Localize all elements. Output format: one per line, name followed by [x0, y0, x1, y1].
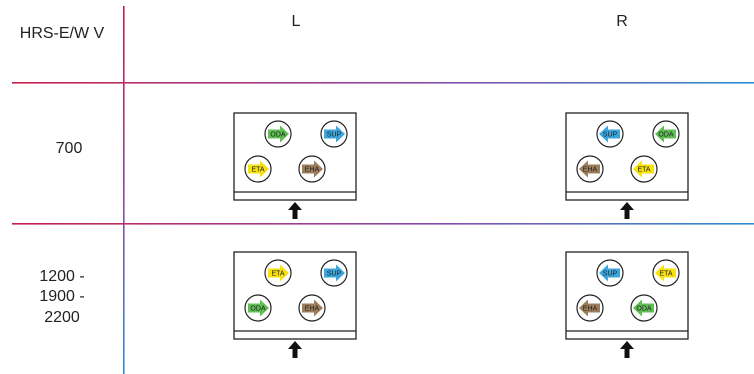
port-label: EHA	[583, 306, 598, 313]
port-label: ODA	[658, 132, 674, 139]
port-label: SUP	[603, 132, 618, 139]
corner-label: HRS-E/W V	[20, 25, 105, 42]
port-oda: ODA	[652, 120, 680, 148]
port-label: ODA	[636, 306, 652, 313]
port-label: ODA	[270, 132, 286, 139]
port-label: SUP	[327, 132, 342, 139]
arrow-left-icon	[599, 264, 620, 282]
port-sup: SUP	[320, 259, 348, 287]
airflow-arrow-up-icon	[620, 341, 634, 358]
arrow-left-icon	[633, 299, 654, 317]
port-sup: SUP	[596, 259, 624, 287]
row-label-700: 700	[56, 140, 83, 157]
ahu-unit: SUP ETA EHA ODA	[565, 251, 689, 358]
port-oda: ODA	[244, 294, 272, 322]
arrow-left-icon	[655, 264, 676, 282]
port-eta: ETA	[264, 259, 292, 287]
row-divider	[12, 223, 754, 225]
row-label-line-1: 1200 -	[39, 268, 84, 285]
port-eta: ETA	[652, 259, 680, 287]
port-oda: ODA	[630, 294, 658, 322]
port-label: EHA	[583, 167, 598, 174]
arrow-left-icon	[633, 160, 654, 178]
port-eha: EHA	[576, 294, 604, 322]
vertical-divider	[123, 6, 125, 374]
port-eha: EHA	[298, 155, 326, 183]
arrow-left-icon	[599, 125, 620, 143]
arrow-right-icon	[302, 299, 323, 317]
row-label-line-3: 2200	[44, 309, 80, 326]
ahu-unit: ETA SUP ODA EHA	[233, 251, 357, 358]
arrow-right-icon	[302, 160, 323, 178]
arrow-right-icon	[248, 160, 269, 178]
port-label: SUP	[327, 271, 342, 278]
header-divider	[12, 82, 754, 84]
arrow-right-icon	[268, 125, 289, 143]
port-label: SUP	[603, 271, 618, 278]
ahu-unit: SUP ODA EHA ETA	[565, 112, 689, 219]
port-label: EHA	[305, 167, 320, 174]
airflow-arrow-up-icon	[288, 341, 302, 358]
port-eha: EHA	[576, 155, 604, 183]
port-label: ODA	[250, 306, 266, 313]
port-sup: SUP	[320, 120, 348, 148]
port-label: EHA	[305, 306, 320, 313]
arrow-left-icon	[655, 125, 676, 143]
arrow-left-icon	[579, 299, 600, 317]
airflow-arrow-up-icon	[620, 202, 634, 219]
port-eta: ETA	[630, 155, 658, 183]
arrow-right-icon	[324, 264, 345, 282]
port-sup: SUP	[596, 120, 624, 148]
port-label: ETA	[659, 271, 672, 278]
airflow-arrow-up-icon	[288, 202, 302, 219]
port-label: ETA	[271, 271, 284, 278]
port-oda: ODA	[264, 120, 292, 148]
arrow-right-icon	[324, 125, 345, 143]
column-header-l: L	[292, 13, 301, 30]
port-label: ETA	[251, 167, 264, 174]
arrow-left-icon	[579, 160, 600, 178]
port-eta: ETA	[244, 155, 272, 183]
arrow-right-icon	[268, 264, 289, 282]
port-eha: EHA	[298, 294, 326, 322]
row-label-line-2: 1900 -	[39, 288, 84, 305]
ahu-unit: ODA SUP ETA EHA	[233, 112, 357, 219]
arrow-right-icon	[248, 299, 269, 317]
port-label: ETA	[637, 167, 650, 174]
column-header-r: R	[616, 13, 628, 30]
